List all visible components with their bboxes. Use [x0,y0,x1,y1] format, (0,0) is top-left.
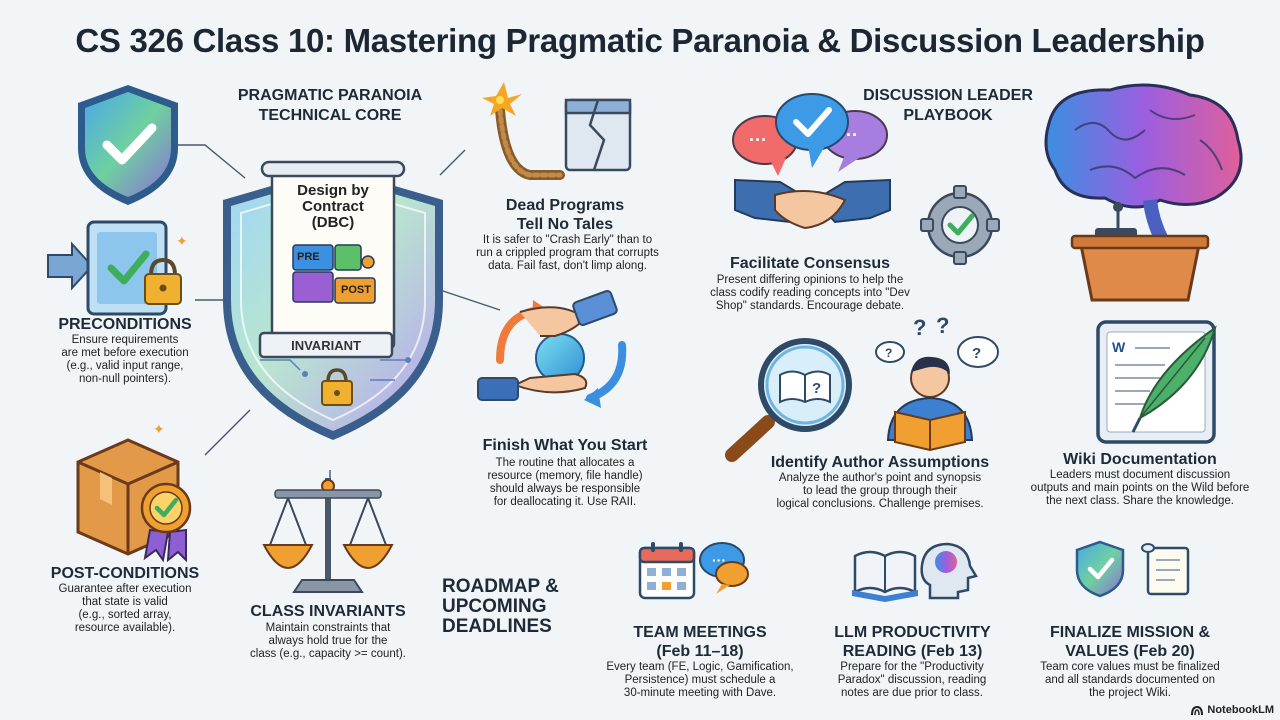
team-meetings-title: TEAM MEETINGS (Feb 11–18) [633,624,767,660]
author-assumptions-text: Analyze the author's point and synopsis … [776,472,984,510]
section-roadmap: ROADMAP & UPCOMING DEADLINES [442,576,559,637]
svg-text:?: ? [812,380,821,397]
notebooklm-label: NotebookLM [1207,704,1274,716]
svg-text:?: ? [936,313,949,338]
svg-text:?: ? [972,345,981,362]
balance-scale-icon [262,478,394,593]
preconditions-text: Ensure requirements are met before execu… [61,334,189,385]
magnifier-book-icon: ? [725,338,852,462]
page-title: CS 326 Class 10: Mastering Pragmatic Par… [75,22,1205,59]
svg-text:?: ? [913,315,926,340]
facilitate-consensus-title: Facilitate Consensus [729,255,891,272]
dead-programs-title: Dead Programs Tell No Tales [505,197,625,233]
invariant-label: INVARIANT [291,338,361,353]
svg-text:✦: ✦ [153,421,165,437]
head-brain-icon [920,542,978,600]
svg-text:···: ··· [749,130,767,150]
finish-start-title: Finish What You Start [482,437,648,454]
chat-bubble-icon: ··· [699,542,749,594]
llm-reading-text: Prepare for the "Productivity Paradox" d… [837,661,987,699]
shield-small-icon [1075,540,1125,598]
bomb-fuse-icon [482,82,632,180]
section-discussion-leader: DISCUSSION LEADER PLAYBOOK [863,87,1033,124]
wiki-documentation-title: Wiki Documentation [1063,451,1217,468]
notebooklm-badge[interactable]: NotebookLM [1191,704,1274,716]
facilitate-consensus-text: Present differing opinions to help the c… [710,274,910,312]
puzzle-post-label: POST [341,284,371,296]
tablet-w-glyph: W [1112,339,1126,355]
svg-text:?: ? [885,346,892,360]
class-invariants-title: CLASS INVARIANTS [250,603,406,620]
wiki-documentation-text: Leaders must document discussion outputs… [1030,469,1250,507]
notebooklm-logo-icon [1191,705,1204,716]
svg-text:✦: ✦ [176,233,188,249]
llm-reading-title: LLM PRODUCTIVITY READING (Feb 13) [834,624,991,660]
contract-title: Design by Contract (DBC) [297,182,369,231]
gear-check-icon [920,185,1000,265]
svg-text:···: ··· [712,552,726,568]
author-assumptions-title: Identify Author Assumptions [770,454,990,471]
finalize-mission-title: FINALIZE MISSION & VALUES (Feb 20) [1050,624,1210,660]
shield-check-icon [78,85,178,205]
dead-programs-text: It is safer to "Crash Early" than to run… [476,234,659,272]
postconditions-title: POST-CONDITIONS [50,565,200,582]
puzzle-pre-label: PRE [297,251,320,263]
tablet-lock-icon: ✦ [47,220,188,316]
finish-start-text: The routine that allocates a resource (m… [487,457,643,508]
tablet-quill-icon [1096,320,1217,444]
scroll-icon [1141,543,1190,596]
package-award-icon: ✦ [76,421,192,563]
calendar-icon [638,542,696,600]
preconditions-title: PRECONDITIONS [58,316,192,333]
open-book-icon [852,550,918,602]
design-by-contract-shield [223,160,443,440]
hands-globe-icon [477,290,627,408]
finalize-mission-text: Team core values must be finalized and a… [1040,661,1220,699]
section-technical-core: PRAGMATIC PARANOIA TECHNICAL CORE [237,87,423,124]
postconditions-text: Guarantee after execution that state is … [58,583,192,634]
team-meetings-text: Every team (FE, Logic, Gamification, Per… [606,661,794,699]
speech-bubbles-icon: ··· ··· [732,93,888,176]
handshake-icon [734,178,891,230]
brain-podium-icon [1044,83,1243,302]
reader-question-icon: ? ? ? ? [875,313,999,452]
class-invariants-text: Maintain constraints that always hold tr… [250,622,406,660]
